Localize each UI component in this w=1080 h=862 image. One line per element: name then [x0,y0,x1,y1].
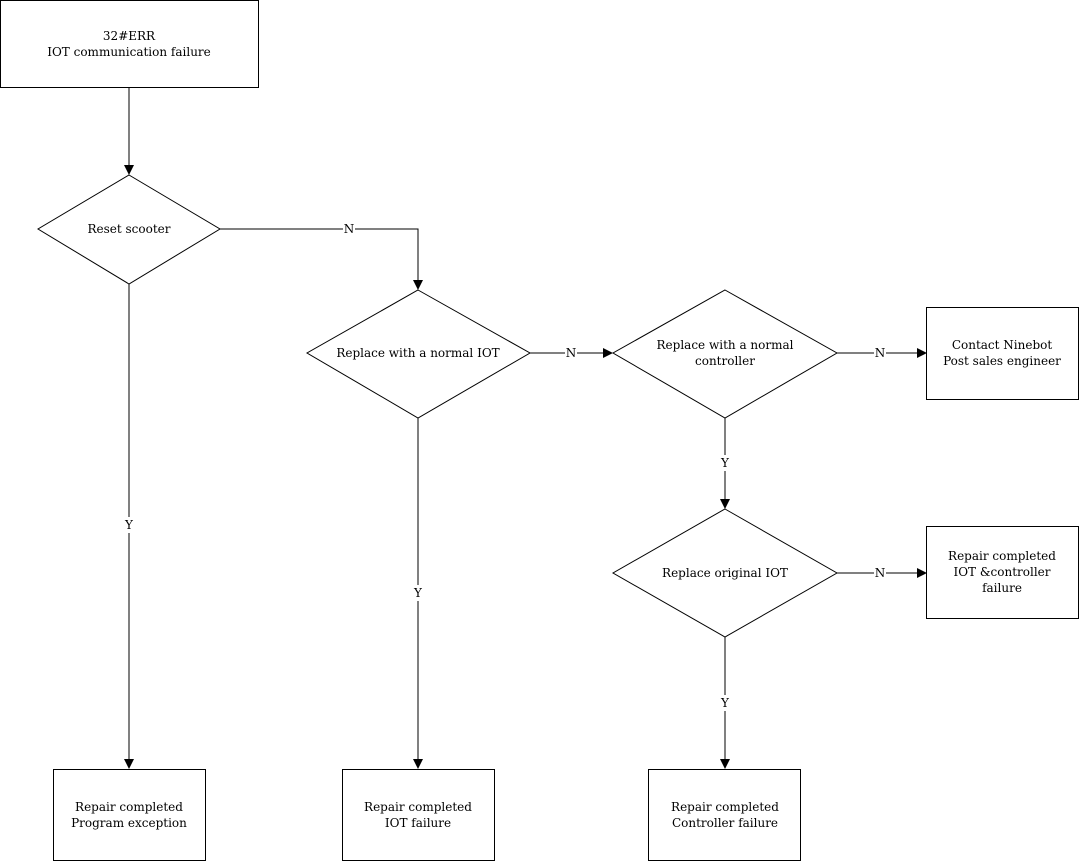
contact-ninebot-node: Contact Ninebot Post sales engineer [926,307,1079,400]
svg-text:Y: Y [720,696,730,710]
decision-reset-scooter-label: Reset scooter [87,222,170,236]
decision-replace-original-iot-label: Replace original IOT [662,566,788,580]
repair-controller-node: Repair completed Controller failure [648,769,801,861]
repair-program-node: Repair completed Program exception [53,769,206,861]
repair-iot-controller-node: Repair completed IOT &controller failure [926,526,1079,619]
decision-replace-iot: Replace with a normal IOT [305,289,532,419]
decision-replace-controller-line-2: controller [695,354,755,368]
decision-replace-iot-label: Replace with a normal IOT [336,346,499,360]
edge-label-replace-ctrl-no: N [874,345,886,361]
decision-replace-controller-line-1: Replace with a normal [657,338,794,352]
start-node-line-2: IOT communication failure [47,45,211,59]
edge-label-replace-orig-yes: Y [719,695,731,711]
decision-replace-original-iot: Replace original IOT [611,508,839,638]
repair-program-line-1: Repair completed [75,800,183,814]
svg-text:Y: Y [124,518,134,532]
svg-text:N: N [566,346,577,360]
repair-program-line-2: Program exception [71,816,187,830]
repair-iot-line-1: Repair completed [364,800,472,814]
edge-label-reset-no: N [343,221,355,237]
start-node: 32#ERR IOT communication failure [0,0,259,88]
edges [124,88,927,769]
decision-replace-controller: Replace with a normal controller [611,289,839,419]
edge-labels: N Y N Y N Y N Y [123,221,886,711]
repair-iot-controller-line-1: Repair completed [948,549,1056,563]
edge-reset-no [220,228,423,290]
svg-text:Y: Y [720,456,730,470]
contact-ninebot-line-2: Post sales engineer [943,354,1061,368]
repair-iot-node: Repair completed IOT failure [342,769,495,861]
edge-label-replace-iot-yes: Y [412,585,424,601]
contact-ninebot-line-1: Contact Ninebot [952,338,1053,352]
repair-iot-controller-line-3: failure [982,581,1022,595]
edge-label-replace-iot-no: N [565,345,577,361]
svg-text:N: N [875,346,886,360]
edge-label-replace-ctrl-yes: Y [719,455,731,471]
decision-reset-scooter: Reset scooter [37,174,221,285]
svg-text:N: N [875,566,886,580]
repair-controller-line-1: Repair completed [671,800,779,814]
svg-text:Y: Y [413,586,423,600]
start-node-line-1: 32#ERR [103,29,156,43]
svg-text:N: N [344,222,355,236]
repair-controller-line-2: Controller failure [672,816,778,830]
repair-iot-line-2: IOT failure [385,816,451,830]
edge-label-reset-yes: Y [123,517,135,533]
edge-label-replace-orig-no: N [874,565,886,581]
repair-iot-controller-line-2: IOT &controller [953,565,1050,579]
